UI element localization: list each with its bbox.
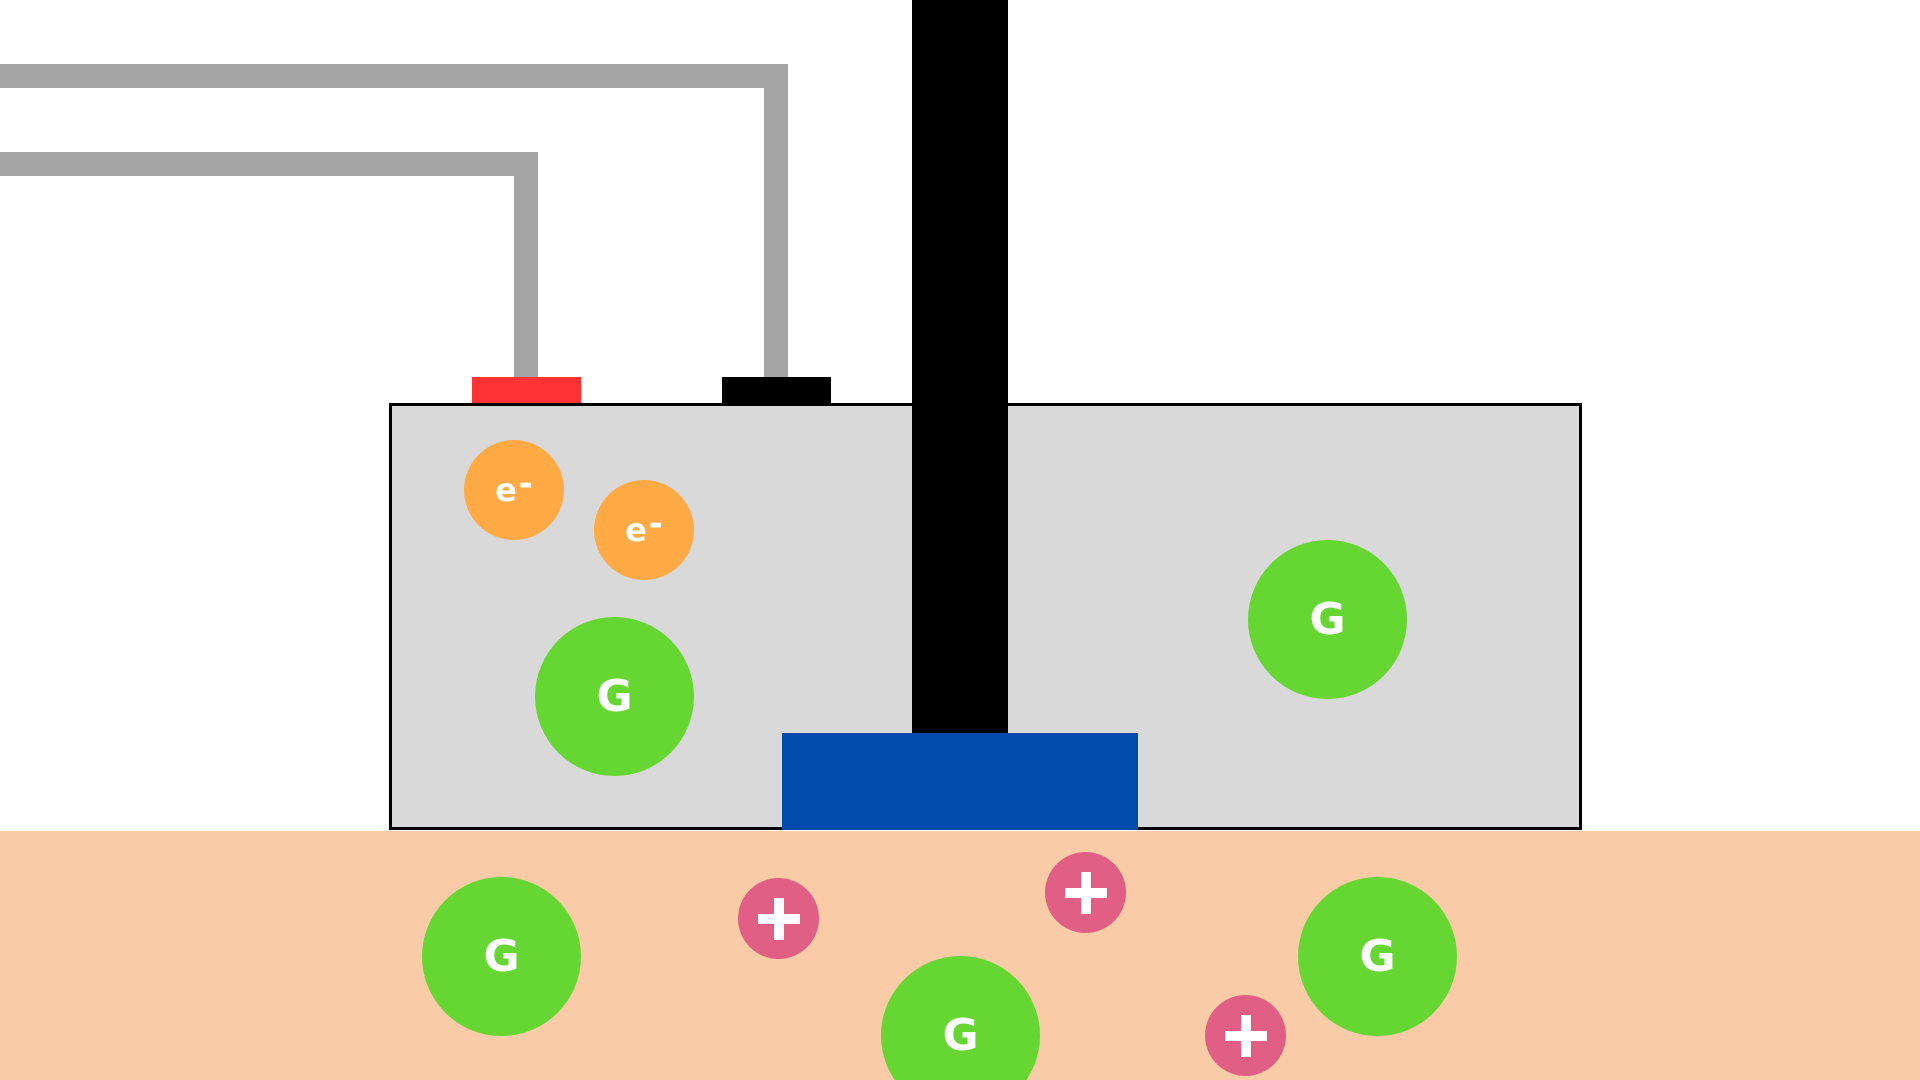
glucose-molecule: G xyxy=(422,877,581,1036)
positive-terminal xyxy=(472,377,581,403)
electron: e- xyxy=(464,440,564,540)
wire-positive-vertical xyxy=(514,152,538,378)
glucose-label: G xyxy=(1359,931,1396,982)
glucose-label: G xyxy=(596,671,633,722)
wire-negative-vertical xyxy=(764,64,788,378)
electron-label: e xyxy=(625,511,647,549)
electron: e- xyxy=(594,480,694,580)
glucose-molecule: G xyxy=(535,617,694,776)
electron-label: e xyxy=(495,471,517,509)
glucose-molecule: G xyxy=(1298,877,1457,1036)
glucose-label: G xyxy=(1309,594,1346,645)
glucose-molecule: G xyxy=(881,956,1040,1080)
glucose-label: G xyxy=(483,931,520,982)
enzyme-layer xyxy=(782,733,1138,830)
positive-ion xyxy=(738,878,819,959)
negative-terminal xyxy=(722,377,831,403)
plus-icon xyxy=(1064,871,1107,914)
wire-negative-horizontal xyxy=(0,64,788,88)
wire-positive-horizontal xyxy=(0,152,538,176)
glucose-label: G xyxy=(942,1010,979,1061)
plus-icon xyxy=(1224,1014,1267,1057)
positive-ion xyxy=(1205,995,1286,1076)
glucose-molecule: G xyxy=(1248,540,1407,699)
electron-charge: - xyxy=(518,464,533,504)
positive-ion xyxy=(1045,852,1126,933)
plus-icon xyxy=(757,897,800,940)
electron-charge: - xyxy=(648,504,663,544)
sensor-probe xyxy=(912,0,1008,733)
